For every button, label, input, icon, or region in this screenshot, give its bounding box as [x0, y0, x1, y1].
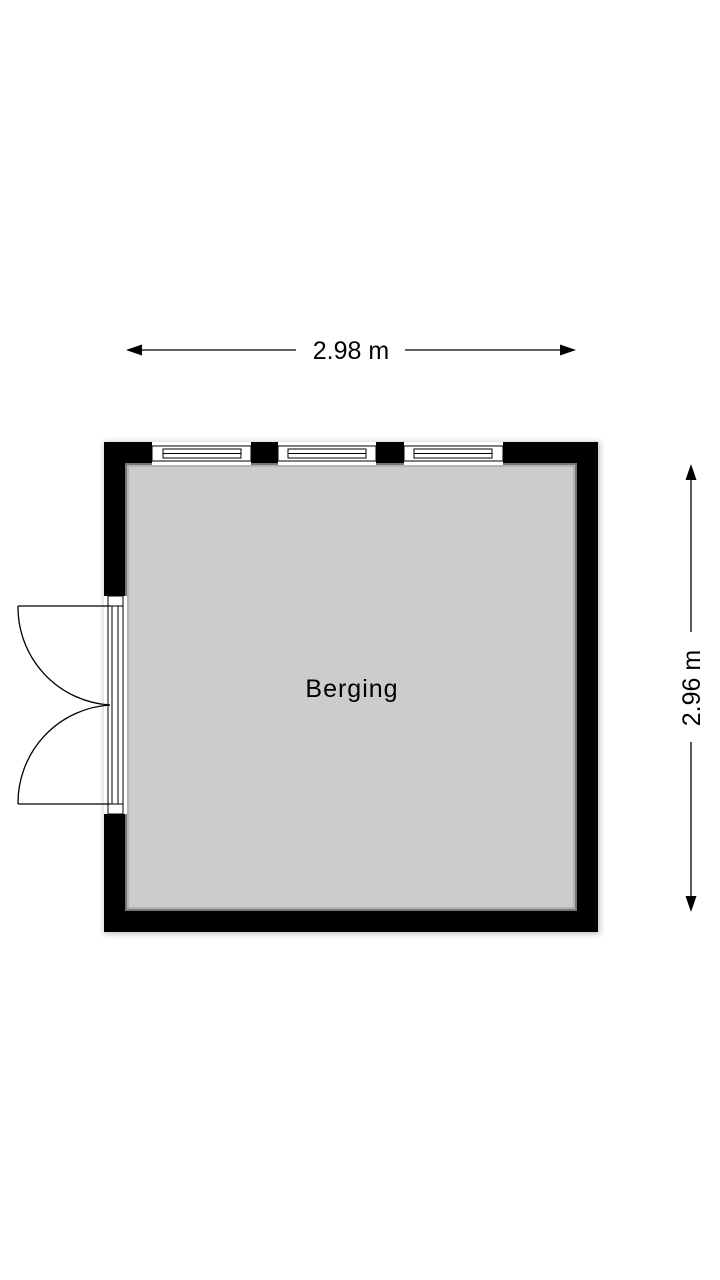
double-door	[17, 595, 127, 815]
room-floor	[127, 465, 575, 909]
arrow-up-icon	[685, 464, 697, 480]
depth-dimension: 2.96 m	[678, 464, 706, 912]
arrow-left-icon	[126, 344, 142, 356]
width-label: 2.98 m	[313, 337, 389, 365]
door-swing-bottom	[17, 704, 111, 805]
arrow-down-icon	[685, 896, 697, 912]
depth-label: 2.96 m	[678, 650, 706, 726]
width-dimension: 2.98 m	[126, 337, 576, 365]
arrow-right-icon	[560, 344, 576, 356]
room-label: Berging	[305, 675, 398, 703]
door-swing-top	[17, 605, 111, 706]
window-top-3	[403, 442, 504, 465]
window-top-2	[277, 442, 377, 465]
window-top-1	[151, 442, 252, 465]
